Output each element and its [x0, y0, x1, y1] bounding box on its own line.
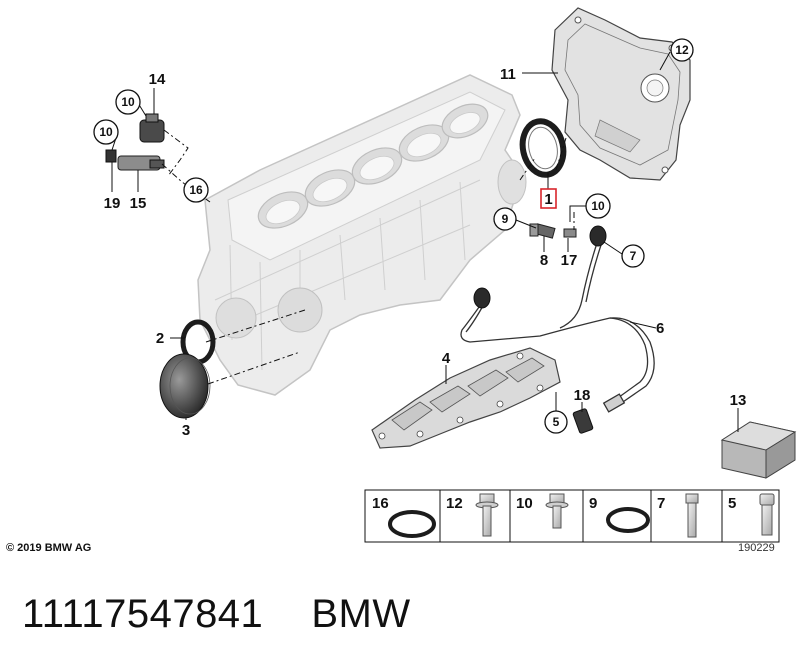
callout-19: 19	[104, 195, 121, 212]
svg-text:5: 5	[553, 415, 560, 429]
svg-text:13: 13	[730, 392, 747, 409]
hardware-strip: 16 12 10 9 7 5	[364, 489, 780, 543]
callout-17: 17	[561, 252, 578, 269]
rear-shield-plate[interactable]	[551, 7, 691, 181]
svg-text:3: 3	[182, 422, 190, 439]
callout-5: 5	[544, 410, 568, 434]
callout-10-lower: 10	[93, 119, 119, 145]
strip-item-12[interactable]: 12	[446, 493, 499, 537]
part-number: 11117547841	[22, 592, 264, 636]
callout-14: 14	[149, 71, 166, 88]
svg-text:18: 18	[574, 387, 591, 404]
rear-crankshaft-seal[interactable]	[518, 117, 568, 178]
callout-10-rear: 10	[585, 193, 611, 219]
svg-text:10: 10	[591, 199, 605, 213]
bearing-bridge[interactable]	[371, 347, 561, 449]
strip-item-5[interactable]: 5	[728, 493, 775, 536]
svg-text:2: 2	[156, 330, 164, 347]
callout-13: 13	[730, 392, 747, 409]
callout-6: 6	[656, 320, 664, 337]
assembly-lines	[161, 129, 575, 385]
svg-text:16: 16	[372, 495, 389, 512]
callout-8: 8	[540, 252, 548, 269]
svg-text:10: 10	[121, 95, 135, 109]
brand-name: BMW	[311, 592, 411, 636]
small-plug[interactable]	[105, 149, 117, 163]
footer-caption: 11117547841 BMW	[22, 592, 411, 637]
sealant-box[interactable]	[720, 421, 797, 479]
strip-item-7[interactable]: 7	[657, 493, 699, 538]
svg-text:4: 4	[442, 350, 451, 367]
svg-text:15: 15	[130, 195, 147, 212]
front-cover-cap[interactable]	[159, 353, 211, 419]
svg-text:14: 14	[149, 71, 166, 88]
crankshaft-sensor[interactable]	[529, 223, 556, 239]
copyright-notice: © 2019 BMW AG	[6, 542, 92, 554]
image-number: 190229	[738, 542, 775, 554]
callout-10-upper: 10	[115, 89, 141, 115]
svg-text:5: 5	[728, 495, 736, 512]
svg-text:9: 9	[589, 495, 597, 512]
svg-text:17: 17	[561, 252, 578, 269]
callout-18: 18	[574, 387, 591, 404]
leader-lines	[111, 51, 739, 432]
harness-clip[interactable]	[572, 408, 594, 434]
svg-text:8: 8	[540, 252, 548, 269]
svg-text:12: 12	[675, 43, 689, 57]
callout-1-highlighted[interactable]: 1	[540, 188, 557, 209]
callout-3: 3	[182, 422, 190, 439]
callout-2: 2	[156, 330, 164, 347]
svg-text:6: 6	[656, 320, 664, 337]
svg-text:7: 7	[657, 495, 665, 512]
svg-text:10: 10	[516, 495, 533, 512]
knock-sensor-rear[interactable]	[589, 225, 607, 247]
oil-temperature-sensor[interactable]	[117, 155, 165, 171]
strip-item-9[interactable]: 9	[589, 495, 650, 533]
callout-9: 9	[493, 207, 517, 231]
svg-text:16: 16	[189, 183, 203, 197]
sensor-bolt[interactable]	[563, 228, 577, 238]
callout-12: 12	[670, 38, 694, 62]
strip-item-10[interactable]: 10	[516, 493, 569, 529]
svg-text:10: 10	[99, 125, 113, 139]
svg-text:9: 9	[502, 212, 509, 226]
knock-sensor-harness[interactable]	[460, 239, 655, 413]
svg-text:12: 12	[446, 495, 463, 512]
callout-7: 7	[621, 244, 645, 268]
knock-sensor-front[interactable]	[473, 287, 491, 309]
engine-block	[197, 74, 527, 396]
callout-11: 11	[500, 66, 516, 83]
svg-text:11: 11	[500, 66, 516, 83]
callout-16: 16	[183, 177, 209, 203]
svg-text:7: 7	[630, 249, 637, 263]
strip-item-16[interactable]: 16	[372, 495, 436, 538]
svg-text:1: 1	[544, 191, 552, 208]
svg-text:19: 19	[104, 195, 121, 212]
callout-15: 15	[130, 195, 147, 212]
callout-4: 4	[442, 350, 451, 367]
oil-pressure-switch[interactable]	[139, 113, 165, 143]
